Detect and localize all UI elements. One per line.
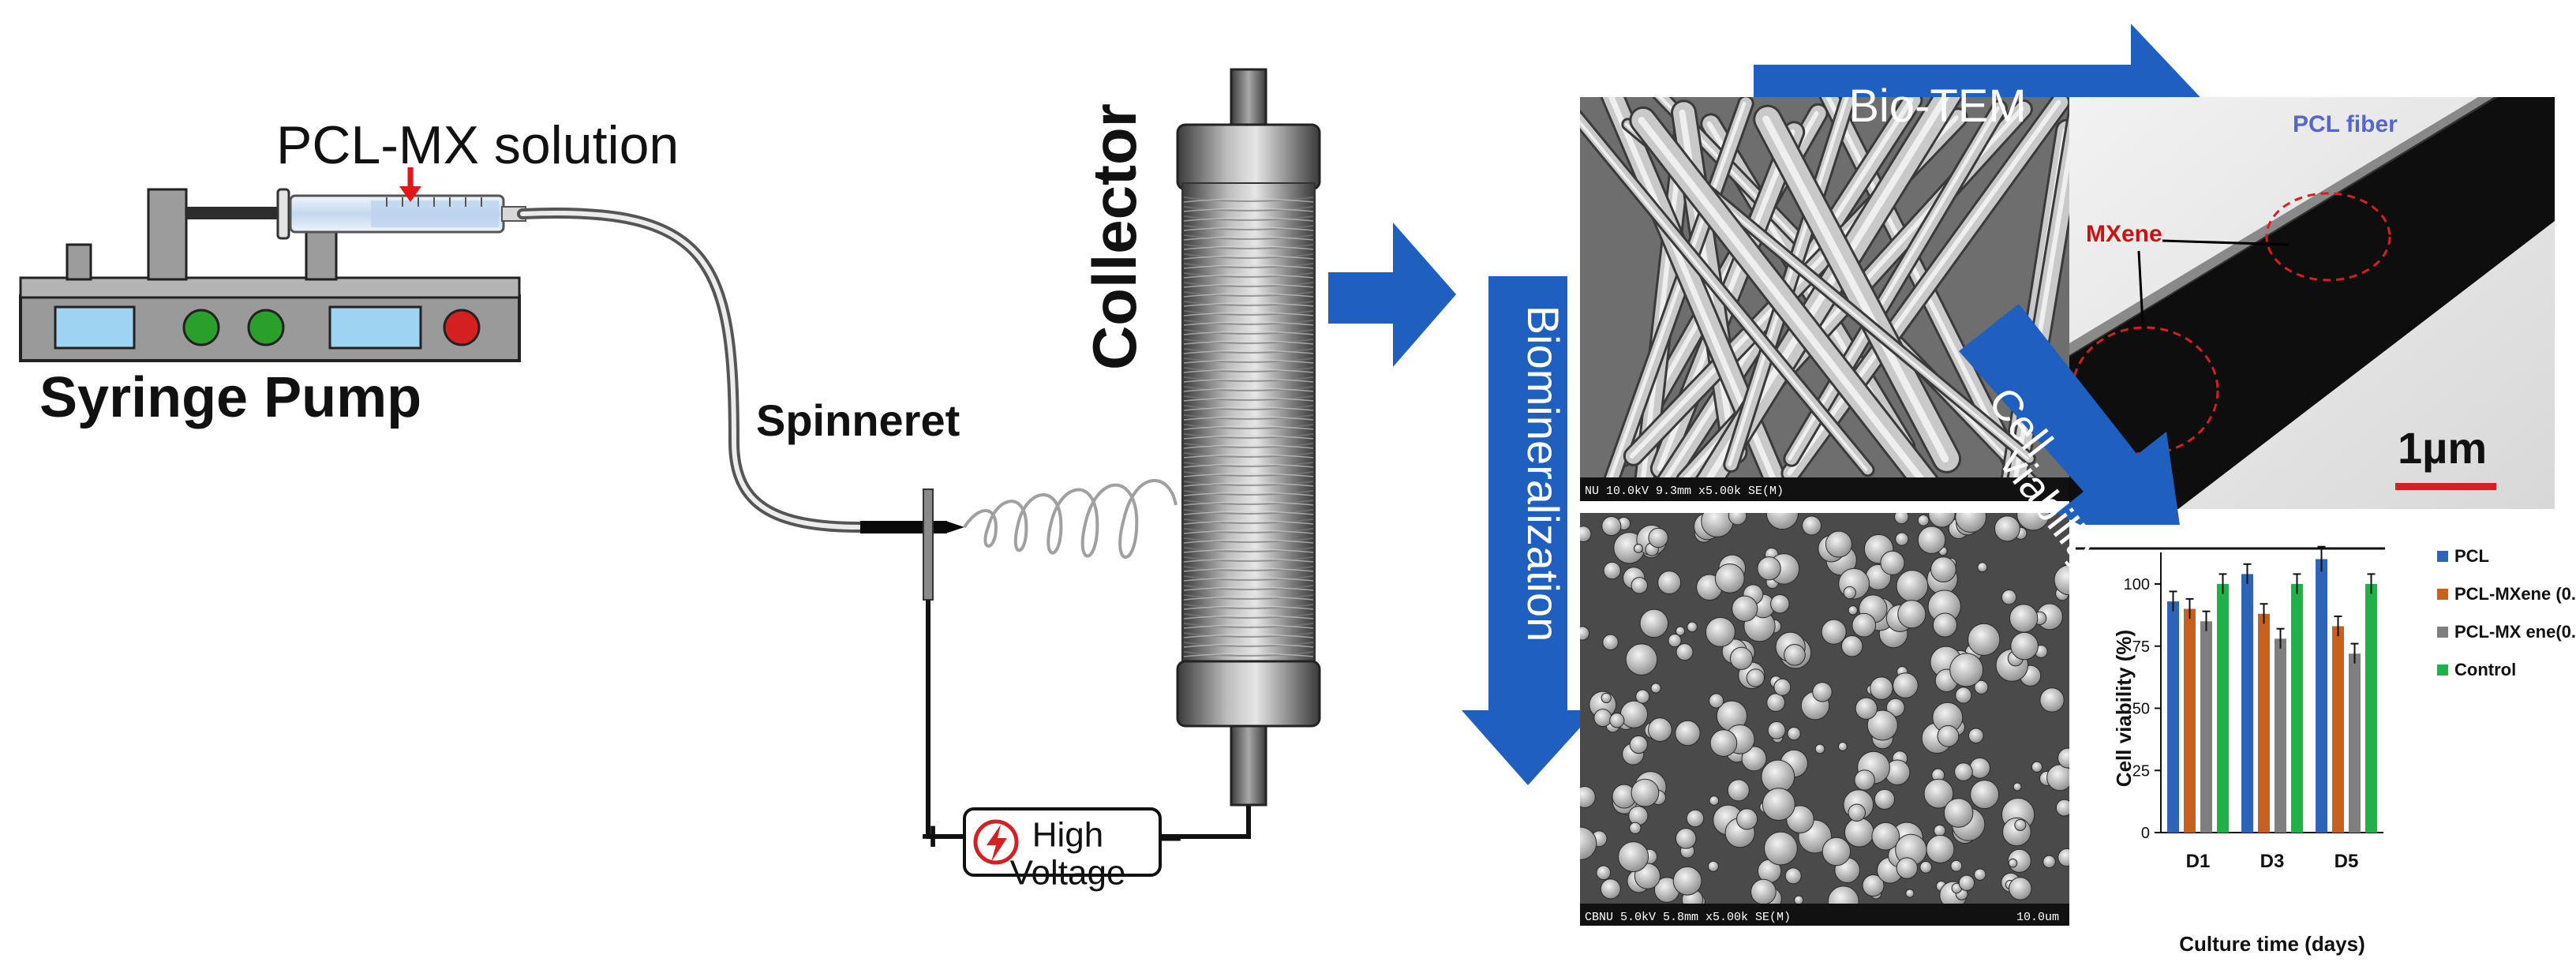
sem-image-top [1580, 97, 2069, 501]
y-tick-label: 0 [2141, 825, 2150, 842]
collector-label: Collector [1080, 103, 1149, 371]
sem-top-caption: NU 10.0kV 9.3mm x5.00k SE(M) [1585, 485, 1784, 498]
legend-label: PCL [2454, 546, 2489, 566]
y-tick-label: 25 [2132, 762, 2150, 780]
lightning-bolt [987, 825, 1007, 862]
pump-deck [19, 276, 521, 299]
pump-pusher-block [147, 188, 188, 281]
chart-bar [2332, 626, 2344, 833]
chart-bar [2258, 613, 2270, 833]
x-tick-label: D5 [2334, 851, 2359, 872]
pump-button-green-2 [247, 309, 285, 346]
tem-mxene-label: MXene [2086, 221, 2162, 247]
high-voltage-line2: Voltage [1009, 854, 1126, 893]
legend-swatch [2437, 589, 2448, 600]
chart-bar [2291, 584, 2303, 833]
chart-bar [2241, 574, 2253, 833]
collector-cap-bottom [1176, 660, 1321, 728]
pump-button-green-1 [182, 309, 220, 346]
wire-right [1160, 803, 1251, 839]
fiber-jet [963, 478, 1178, 559]
syringe-plunger-rod [186, 207, 284, 219]
mxene-region-1 [2071, 326, 2219, 455]
tem-fiber-label: PCL fiber [2293, 111, 2398, 137]
legend-swatch [2437, 551, 2448, 562]
pump-display-right [328, 305, 422, 350]
collector-drum [1181, 182, 1316, 664]
feed-tubing [517, 207, 866, 533]
chart-bar [2316, 559, 2327, 833]
syringe-plunger-flange [276, 188, 290, 240]
chart-bar [2275, 638, 2286, 833]
wire-left [926, 600, 964, 839]
x-tick-label: D3 [2260, 851, 2285, 872]
tem-scale-label: 1µm [2398, 423, 2488, 473]
legend-label: PCL-MX ene(0.5) [2454, 622, 2576, 642]
solution-label: PCL-MX solution [276, 115, 680, 175]
collector [1176, 68, 1321, 807]
syringe-pump [19, 188, 521, 362]
collector-fiber-winding [1183, 197, 1314, 657]
scale-bar-1um [2395, 483, 2496, 490]
arrow-to-sem [1328, 223, 1456, 367]
y-tick-label: 50 [2132, 701, 2150, 718]
pump-button-red [443, 309, 481, 346]
spinneret-label: Spinneret [756, 395, 960, 445]
spinneret-needle [860, 521, 947, 533]
collector-shaft-top [1230, 68, 1267, 130]
sem-bottom-caption: CBNU 5.0kV 5.8mm x5.00k SE(M) [1585, 911, 1791, 924]
pump-label: Syringe Pump [39, 366, 422, 429]
chart-bar [2217, 584, 2229, 833]
sem-bottom-scale: 10.0um [2016, 911, 2059, 924]
chart-y-label: Cell viability (%) [2112, 630, 2136, 787]
legend-swatch [2437, 664, 2448, 676]
high-voltage-box [963, 807, 1162, 877]
high-voltage-label: High Voltage [1009, 815, 1126, 893]
chart-bar [2184, 608, 2196, 833]
chart-bar [2200, 621, 2212, 833]
mxene-pointer-2 [2162, 239, 2290, 246]
tem-fiber [2069, 97, 2555, 509]
biotem-arrow-label: Bio-TEM [1848, 80, 2027, 132]
legend-label: Control [2454, 660, 2516, 679]
legend-swatch [2437, 627, 2448, 638]
biomineralization-arrow-label: Biomineralization [1518, 305, 1568, 642]
y-tick-label: 75 [2132, 638, 2150, 656]
high-voltage-circuit [926, 600, 1251, 839]
pump-left-post [66, 243, 92, 281]
y-tick-label: 100 [2124, 576, 2150, 593]
solution-pointer-head [399, 186, 421, 202]
legend-label: PCL-MXene (0.2) [2454, 584, 2576, 604]
arrow-biomineralization [1462, 276, 1596, 785]
x-tick-label: D1 [2186, 851, 2211, 872]
chart-x-label: Culture time (days) [2179, 932, 2365, 956]
pump-display-left [54, 305, 136, 350]
chart-bar [2365, 584, 2377, 833]
minus-terminal-label: – [1159, 814, 1182, 859]
chart-bar [2167, 601, 2179, 833]
collector-cap-top [1176, 123, 1321, 191]
syringe [186, 167, 526, 240]
tem-image [2069, 97, 2555, 509]
spinneret-plate [923, 488, 934, 601]
arrow-cell-viability [1959, 304, 2188, 580]
chart-bar [2349, 653, 2361, 833]
plus-terminal-label: + [920, 814, 945, 859]
spinneret [860, 488, 964, 601]
sem-image-bottom [1580, 513, 2069, 926]
lightning-icon [973, 819, 1019, 865]
high-voltage-line1: High [1032, 815, 1104, 855]
mxene-pointer-1 [2137, 250, 2144, 324]
collector-shaft-bottom [1230, 721, 1267, 807]
mxene-region-2 [2265, 192, 2391, 282]
